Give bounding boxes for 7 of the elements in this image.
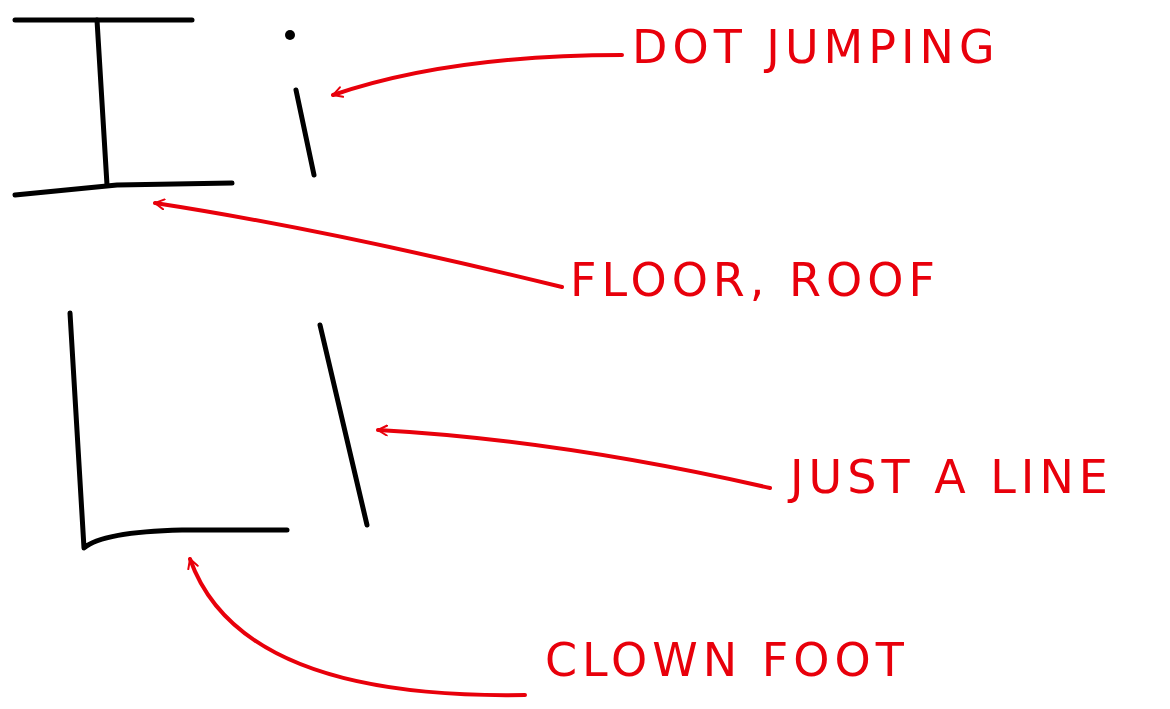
callout-text: DOT JUMPING bbox=[632, 22, 1000, 73]
leader-arrow bbox=[376, 424, 772, 490]
callout-text: CLOWN FOOT bbox=[545, 635, 909, 686]
leader-arrow bbox=[188, 557, 527, 697]
callout-text: FLOOR, ROOF bbox=[570, 255, 940, 306]
leader-arrow bbox=[153, 198, 564, 289]
leader-arrow bbox=[331, 53, 624, 98]
